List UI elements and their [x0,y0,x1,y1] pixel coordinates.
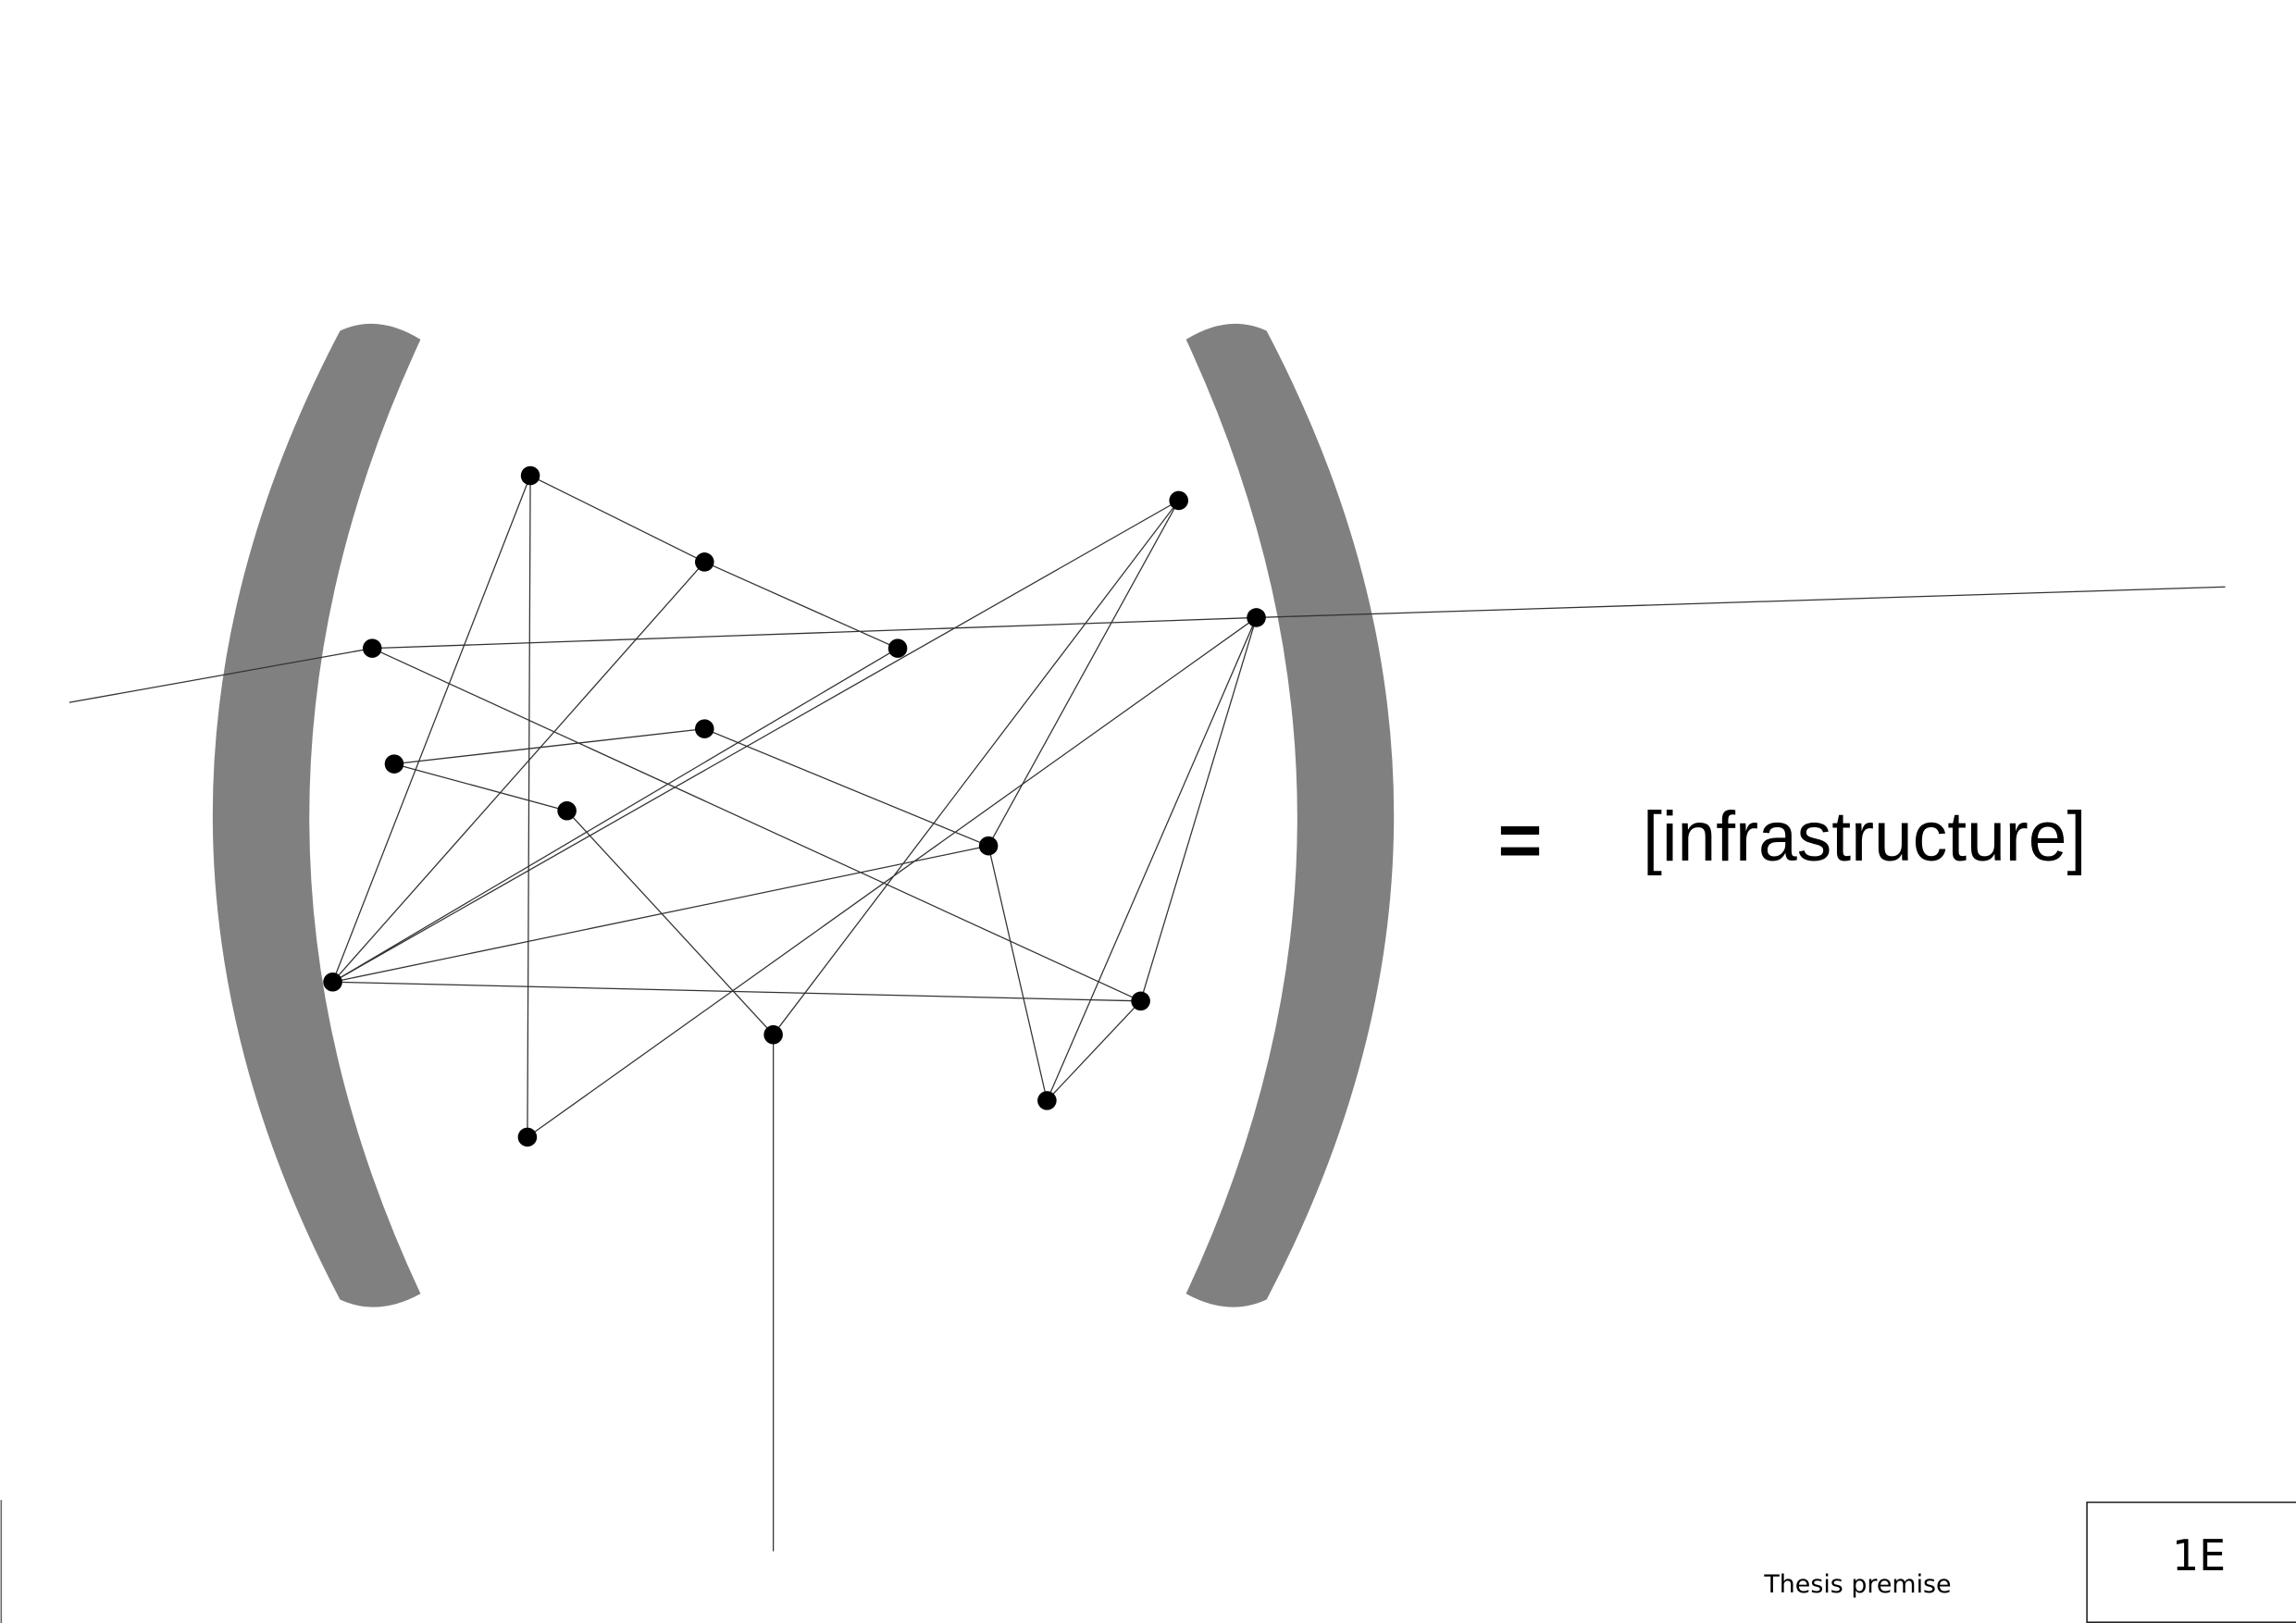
network-edge [529,475,705,563]
caption-thesis-premise: Thesis premise [1763,1570,1951,1599]
infrastructure-label: [infrastructure] [1643,798,2086,876]
network-node [978,836,999,856]
network-node [1169,490,1188,511]
network-edge [332,500,1180,983]
network-edge [566,810,775,1035]
left-parenthesis [212,323,421,1307]
network-edge [332,981,1141,1002]
network-node [384,754,404,774]
network-edge [331,475,531,983]
network-edge [1256,586,2226,619]
network-edge [987,846,1048,1101]
network-edge [987,500,1180,847]
network-edge [527,476,531,1137]
sheet-number-box [2086,1501,2296,1623]
network-node [323,972,342,992]
network-edge [332,845,989,983]
network-edge [527,616,1257,1138]
network-node [1247,608,1266,627]
network-node [887,638,908,658]
network-edge [371,648,1141,1002]
network-edges [68,475,2226,1552]
network-node [694,552,714,572]
network-edge [704,561,899,650]
network-edge [332,648,899,983]
right-parenthesis [1185,323,1395,1307]
network-node [557,800,577,821]
network-nodes [323,465,1266,1147]
network-node [520,465,540,486]
network-node [1131,991,1150,1011]
equals-sign: = [1498,799,1543,883]
network-edge [773,500,1180,1035]
network-edge [704,728,989,847]
network-edge [372,616,1257,650]
sheet-number: 1E [2172,1530,2226,1580]
network-edge [393,762,567,812]
network-edge [1139,617,1258,1002]
network-node [517,1127,538,1147]
network-edge [68,648,373,703]
network-edge [332,561,705,983]
network-node [362,638,382,658]
network-edge [1046,617,1258,1101]
network-edge [393,728,705,765]
network-node [763,1024,783,1045]
network-edge [1046,1000,1142,1101]
network-node [694,719,714,738]
network-node [1037,1091,1057,1110]
